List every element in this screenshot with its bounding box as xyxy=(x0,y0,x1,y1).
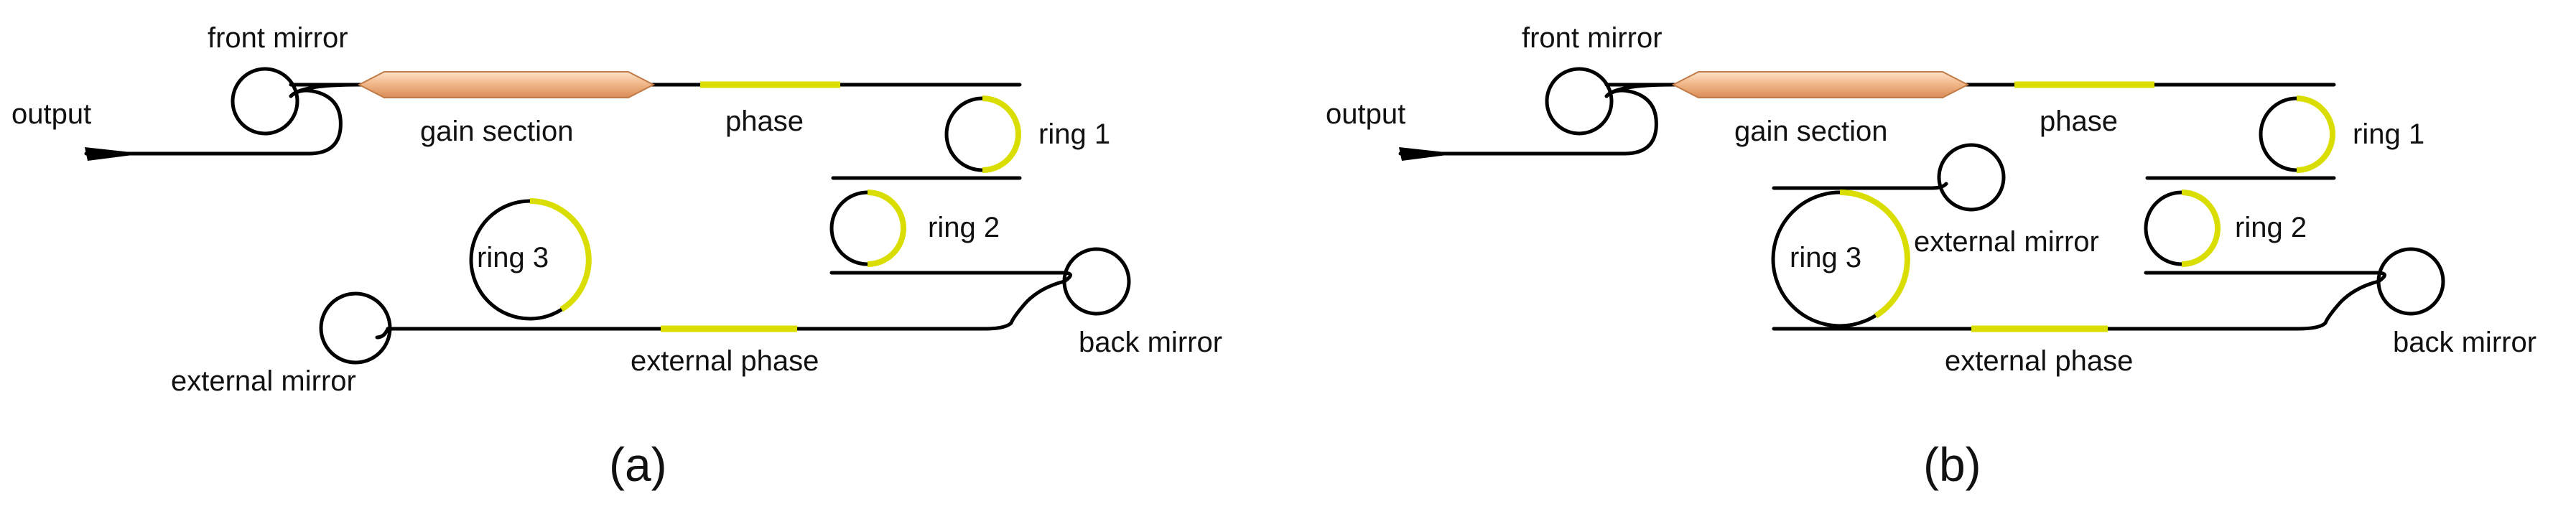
ring3-heater-a xyxy=(529,198,592,312)
output-label-a: output xyxy=(11,98,91,130)
external-phase-label-b: external phase xyxy=(1945,345,2133,377)
gain-section-a xyxy=(357,71,656,98)
ring3-heater-b xyxy=(1839,189,1910,319)
back-mirror-loop-b xyxy=(2376,247,2445,316)
front-mirror-label-a: front mirror xyxy=(208,22,348,54)
phase-label-a: phase xyxy=(725,106,804,137)
back-mirror-label-b: back mirror xyxy=(2393,327,2537,358)
external-mirror-loop-b xyxy=(1937,143,2006,212)
ring2-label-a: ring 2 xyxy=(928,212,1000,243)
ring3-label-a: ring 3 xyxy=(477,242,549,273)
ring2-label-b: ring 2 xyxy=(2235,212,2307,243)
external-mirror-label-b: external mirror xyxy=(1914,226,2099,258)
back-mirror-loop-a xyxy=(1062,247,1131,316)
ring1-heater-b xyxy=(2296,95,2335,173)
front-mirror-label-b: front mirror xyxy=(1522,22,1663,54)
output-label-b: output xyxy=(1326,98,1405,130)
ring3-label-b: ring 3 xyxy=(1790,242,1861,273)
external-mirror-coupler-a xyxy=(375,327,390,340)
caption-a: (a) xyxy=(609,438,667,491)
external-mirror-label-a: external mirror xyxy=(171,365,356,397)
caption-b: (b) xyxy=(1923,438,1981,491)
panel-b: front mirror output gain section phase r… xyxy=(1326,22,2537,491)
front-mirror-loop-a xyxy=(231,67,299,136)
ring2-heater-a xyxy=(867,190,906,267)
output-waveguide-a xyxy=(84,83,361,156)
ring1-label-a: ring 1 xyxy=(1038,118,1110,150)
panel-a: front mirror output gain section phase r… xyxy=(11,22,1222,491)
lower-bus-a xyxy=(386,271,1072,331)
lower-bus-b xyxy=(1772,271,2386,331)
ring1-heater-a xyxy=(982,95,1021,173)
gain-section-label-b: gain section xyxy=(1734,116,1887,147)
external-mirror-loop-a xyxy=(319,291,392,365)
gain-section-b xyxy=(1671,71,1970,98)
external-mirror-bus-b xyxy=(1772,182,1948,190)
external-phase-label-a: external phase xyxy=(631,345,819,377)
phase-label-b: phase xyxy=(2040,106,2118,137)
ring2-heater-b xyxy=(2181,190,2221,267)
gain-section-label-a: gain section xyxy=(420,116,573,147)
output-waveguide-b xyxy=(1398,83,1675,156)
front-mirror-loop-b xyxy=(1545,67,1614,136)
back-mirror-label-a: back mirror xyxy=(1079,327,1222,358)
ring1-label-b: ring 1 xyxy=(2353,118,2424,150)
